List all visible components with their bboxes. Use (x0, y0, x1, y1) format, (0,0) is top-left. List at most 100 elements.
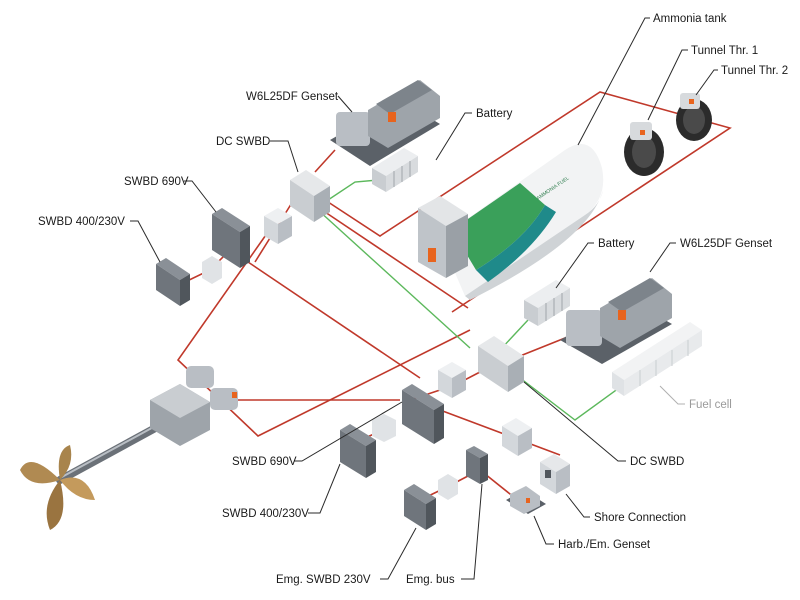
genset-top-engine-top (376, 80, 432, 114)
leader-dc-swbd-top (270, 140, 299, 173)
propeller-blade-1 (20, 462, 60, 484)
tank-room-top (418, 196, 468, 226)
genset-right-engine (600, 278, 672, 348)
battery-top-top (372, 148, 418, 176)
gearbox-top (150, 384, 210, 418)
leader-emg-bus (461, 483, 483, 580)
label-fuel-cell: Fuel cell (689, 399, 732, 411)
dc-swbd-top-right (314, 186, 330, 222)
dc-cable-main (317, 209, 471, 349)
emg-bus-left (466, 450, 480, 484)
swbd-400-bottom-trafo (372, 414, 396, 442)
genset-right (560, 278, 672, 364)
label-tunnel-thr-1: Tunnel Thr. 1 (691, 45, 758, 57)
ammonia-tank: AMMONIA FUEL (418, 144, 604, 300)
emg-bus-top (466, 446, 488, 458)
harbour-genset (506, 486, 546, 514)
propeller-blade-4 (58, 445, 72, 480)
leader-genset-top (337, 95, 353, 113)
transformer-bottom (438, 362, 466, 398)
fuel-cell (612, 322, 702, 396)
battery-right (524, 280, 570, 326)
label-emg-swbd: Emg. SWBD 230V (276, 574, 371, 586)
swbd-690-bottom (402, 384, 444, 444)
swbd-400-top-left (156, 264, 180, 306)
genset-right-engine-top (608, 278, 664, 312)
dc-swbd-bottom-left (478, 346, 508, 392)
propeller-blade-2 (46, 480, 64, 530)
leader-swbd-400-top (130, 220, 161, 263)
aux-box-right-top (502, 418, 532, 436)
harb-body (510, 486, 540, 514)
battery-top-left (372, 168, 386, 192)
swbd-400-bottom-left (340, 430, 366, 478)
transformer-top-right (278, 216, 292, 244)
battery-right-ribs (545, 293, 563, 321)
leader-ammonia-tank (577, 17, 650, 146)
thruster-1-inner (632, 136, 656, 168)
swbd-400-bottom-top (340, 424, 376, 446)
emg-swbd-cabinet (404, 474, 458, 530)
genset-right-alternator (566, 310, 602, 346)
tank-room-accent (428, 248, 436, 262)
emg-bus-cabinet (466, 446, 488, 484)
label-genset-top: W6L25DF Genset (246, 91, 339, 103)
label-emg-bus: Emg. bus (406, 574, 455, 586)
label-swbd-400-top: SWBD 400/230V (38, 216, 125, 228)
aux-box-right (502, 418, 532, 456)
tank-teal-band (476, 205, 556, 282)
genset-top-engine (368, 80, 440, 148)
propulsion-unit (20, 366, 238, 530)
tunnel-thruster-2 (676, 93, 712, 141)
label-ammonia-tank: Ammonia tank (653, 13, 727, 25)
shore-right (556, 464, 570, 494)
swbd-400-top (156, 256, 222, 306)
genset-top (330, 80, 440, 166)
shore-top (540, 454, 570, 472)
leader-genset-right (649, 242, 676, 273)
label-swbd-690-bottom: SWBD 690V (232, 456, 297, 468)
shore-connection-cabinet (540, 454, 570, 494)
label-shore-connection: Shore Connection (594, 512, 686, 524)
genset-top-orange (388, 112, 396, 122)
thruster-1-accent (640, 130, 645, 135)
emg-swbd-trafo (438, 474, 458, 500)
prop-motor-2-accent (232, 392, 237, 398)
prop-motor-1 (186, 366, 214, 388)
label-dc-swbd-top: DC SWBD (216, 136, 270, 148)
leader-swbd-690-top (184, 180, 217, 213)
ac-cable-trunk-2 (324, 211, 469, 309)
dc-swbd-top-left (290, 180, 314, 222)
tank-green-band (452, 183, 545, 270)
ac-cable-lower-2 (439, 409, 561, 456)
shore-panel (545, 470, 551, 478)
battery-right-left (524, 300, 538, 326)
leader-fuel-cell (659, 385, 685, 405)
swbd-400-top-trafo (202, 256, 222, 284)
thruster-2-inner (683, 106, 705, 134)
leader-shore-connection (565, 493, 590, 518)
dc-swbd-top-top (290, 170, 330, 196)
propeller-blade-3 (60, 477, 95, 500)
label-harb-em-genset: Harb./Em. Genset (558, 539, 651, 551)
leader-battery-top (435, 112, 472, 161)
swbd-400-top-top (156, 258, 190, 280)
ac-cable-trunk-1 (247, 261, 421, 379)
genset-right-orange (618, 310, 626, 320)
tank-room-left (418, 208, 446, 278)
ac-cable-tunnel-loop (324, 91, 732, 313)
fuel-cell-top (612, 322, 702, 380)
leader-swbd-400-bottom (308, 463, 341, 514)
fuel-cell-divisions (639, 340, 689, 386)
label-battery-right: Battery (598, 238, 635, 250)
leader-dc-swbd-bottom (523, 381, 626, 462)
aux-box-right-left (502, 426, 518, 456)
tunnel-thruster-1 (624, 122, 664, 176)
label-battery-top: Battery (476, 108, 513, 120)
dc-swbd-bottom-top (478, 336, 524, 366)
label-swbd-400-bottom: SWBD 400/230V (222, 508, 309, 520)
leader-swbd-690-bottom (294, 401, 403, 462)
swbd-400-bottom (340, 414, 396, 478)
emg-swbd-right (426, 498, 436, 530)
